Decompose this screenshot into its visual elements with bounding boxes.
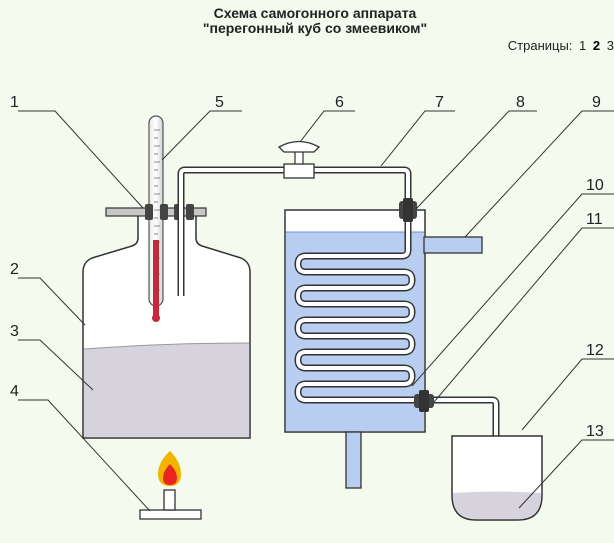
leader-lines [18,110,614,512]
title-line-2: "перегонный куб со змеевиком" [202,20,428,36]
thermometer-clamp [145,204,153,220]
burner [139,451,202,520]
page-link-2[interactable]: 2 [592,38,601,53]
pagination: Страницы: 1 2 3 [508,38,614,53]
label-13: 13 [586,423,604,440]
label-9: 9 [592,94,601,111]
pagination-label: Страницы: [507,38,573,53]
page-link-1[interactable]: 1 [579,38,587,53]
label-4: 4 [10,383,19,400]
label-10: 10 [586,177,604,194]
label-7: 7 [435,94,444,111]
label-5: 5 [215,94,224,111]
label-3: 3 [10,323,19,340]
distillate [453,491,541,519]
boiler [82,213,251,439]
label-12: 12 [586,342,604,359]
title-line-1: Схема самогонного аппарата [213,5,417,21]
label-2: 2 [10,261,19,278]
water-outlet-pipe [423,236,483,254]
diagram-title: Схема самогонного аппарата "перегонный к… [150,6,480,36]
label-11: 11 [586,211,603,228]
boiler-mash [84,343,249,437]
valve [277,140,321,179]
label-6: 6 [335,94,344,111]
page-link-3[interactable]: 3 [606,38,614,53]
receiver-jar [451,435,543,521]
number-labels: 1 5 6 7 8 9 10 11 12 13 2 3 4 [10,94,604,440]
label-8: 8 [516,94,525,111]
water-inlet-pipe [345,431,362,489]
label-1: 1 [10,94,19,111]
